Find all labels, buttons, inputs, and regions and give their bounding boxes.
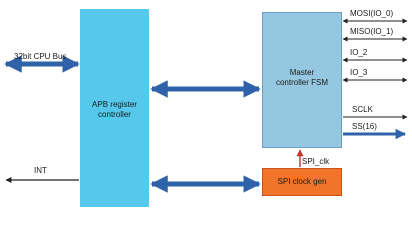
sclk-label: SCLK <box>352 105 373 114</box>
cpu-bus-label: 32bit CPU Bus <box>14 52 67 61</box>
int-label: INT <box>34 166 47 175</box>
master-controller-fsm-block <box>262 12 342 148</box>
block-diagram: APB register controller Master controlle… <box>4 9 408 207</box>
clkgen-block-label: SPI clock gen <box>277 177 327 186</box>
fsm-block-label-line2: controller FSM <box>275 78 328 87</box>
io2-label: IO_2 <box>350 48 368 57</box>
fsm-block-label-line1: Master <box>289 68 315 77</box>
connection-wires <box>4 18 408 193</box>
io3-label: IO_3 <box>350 68 368 77</box>
miso-label: MISO(IO_1) <box>350 27 394 36</box>
apb-block-label-line1: APB register <box>92 100 137 109</box>
apb-block-label-line2: controller <box>98 110 131 119</box>
apb-register-controller-block <box>80 9 149 207</box>
ss-label: SS(16) <box>352 122 377 131</box>
spi-clock-gen-block <box>262 168 342 196</box>
mosi-label: MOSI(IO_0) <box>350 9 394 18</box>
spi-clk-label: SPI_clk <box>302 157 330 166</box>
